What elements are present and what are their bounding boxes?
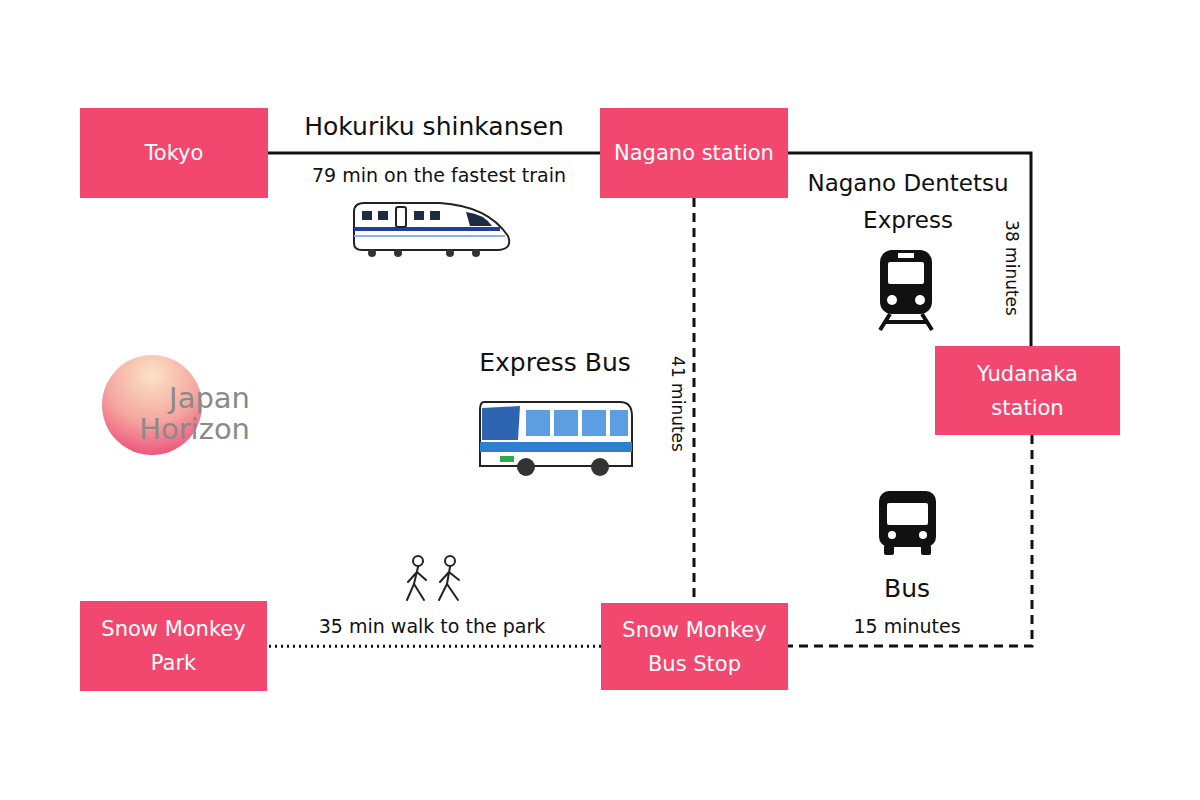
train-sign <box>898 253 914 258</box>
shinkansen-icon <box>354 203 509 257</box>
route-line <box>268 152 600 155</box>
route-line <box>788 153 1031 346</box>
bus-window <box>526 410 550 436</box>
station-box: Snow Monkey Bus Stop <box>601 603 788 690</box>
bus-plate <box>500 456 514 462</box>
train-stripe <box>354 227 500 231</box>
train-icon <box>880 250 932 330</box>
train-wheel <box>368 249 376 257</box>
station-box: Tokyo <box>80 108 268 198</box>
bus-window <box>582 410 606 436</box>
train-light <box>915 295 925 305</box>
station-box: Nagano station <box>600 108 788 198</box>
train-body <box>354 203 509 250</box>
walkers-icon <box>407 556 459 600</box>
note-label: 79 min on the fastest train <box>279 162 599 188</box>
bus-wheel <box>884 545 894 555</box>
bus-window <box>610 410 628 436</box>
train-stripe <box>354 235 505 237</box>
note-label: Express Bus <box>435 347 675 379</box>
watermark-logo: Japan Horizon <box>110 383 250 445</box>
walker-body <box>439 567 459 600</box>
train-wheel <box>472 249 480 257</box>
route-line <box>693 198 696 603</box>
bus-windshield <box>887 503 928 525</box>
box-text: Nagano station <box>614 136 774 170</box>
walk-path <box>267 645 601 648</box>
note-label: Nagano Dentetsu Express <box>793 165 1023 239</box>
route-label: Hokuriku shinkansen <box>304 110 564 143</box>
box-text: Snow Monkey Park <box>94 612 253 680</box>
bus-icon <box>879 491 936 555</box>
bus-light <box>919 531 927 539</box>
station-box: Yudanaka station <box>935 346 1120 435</box>
note-label: Bus <box>847 573 967 605</box>
bus-windshield <box>482 406 520 440</box>
bus-wheel <box>517 458 535 476</box>
bus-wheel <box>591 458 609 476</box>
train-window <box>378 211 388 220</box>
train-window <box>414 211 424 220</box>
box-text: Snow Monkey Bus Stop <box>615 613 774 681</box>
train-light <box>887 295 897 305</box>
express-bus-icon <box>480 402 632 476</box>
train-cab <box>466 212 492 226</box>
train-window <box>362 211 372 220</box>
bus-body <box>480 402 632 466</box>
walker-body <box>407 567 426 600</box>
train-window <box>430 211 440 220</box>
box-text: Yudanaka station <box>949 357 1106 425</box>
train-wheel <box>394 249 402 257</box>
train-wheel <box>446 249 454 257</box>
walker-head <box>413 556 423 566</box>
train-rails <box>880 314 932 330</box>
bus-light <box>888 531 896 539</box>
bus-stripe <box>480 442 632 452</box>
train-windshield <box>888 262 924 284</box>
bus-front <box>879 491 936 547</box>
route-line <box>788 435 1032 646</box>
bus-wheel <box>921 545 931 555</box>
bus-window <box>554 410 578 436</box>
route-label: 15 minutes <box>853 614 960 639</box>
train-front <box>880 250 932 314</box>
walker-head <box>445 556 455 566</box>
train-door <box>396 207 406 227</box>
box-text: Tokyo <box>145 136 204 170</box>
route-label: 35 min walk to the park <box>319 614 545 639</box>
route-label: 41 minutes <box>667 356 689 452</box>
station-box: Snow Monkey Park <box>80 601 267 691</box>
route-label: 38 minutes <box>1001 220 1023 316</box>
